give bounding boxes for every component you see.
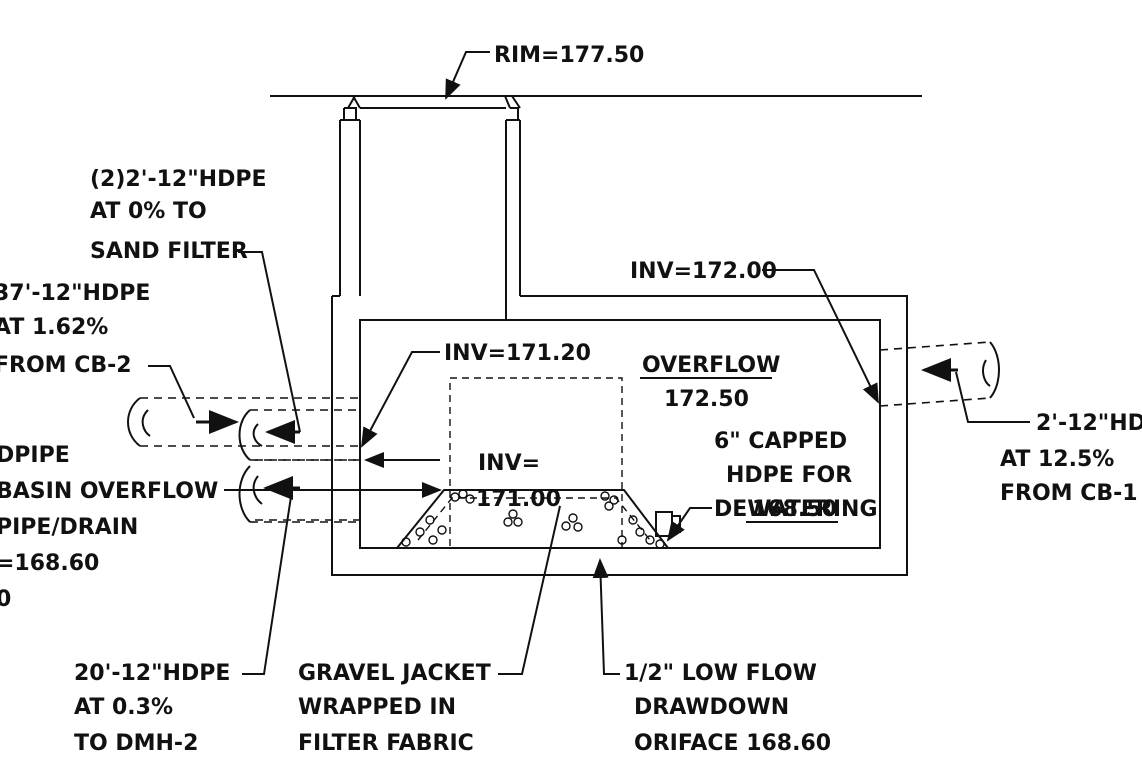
gravel-jacket [396, 489, 669, 549]
cb2-line2: AT 1.62% [0, 315, 108, 340]
riser [339, 95, 521, 320]
rim-label: RIM=177.50 [494, 43, 644, 68]
lowflow-line1: 1/2" LOW FLOW [624, 661, 817, 686]
cb1-line3: FROM CB-1 [1000, 481, 1138, 506]
sand-filter-line3: SAND FILTER [90, 239, 248, 264]
standpipe-line5: 0 [0, 587, 11, 612]
inv-171-20-label: INV=171.20 [444, 341, 591, 366]
gravel-line3: FILTER FABRIC [298, 731, 474, 756]
standpipe-line2: BASIN OVERFLOW [0, 479, 218, 504]
pipe-from-cb1 [879, 341, 1000, 407]
cb1-line2: AT 12.5% [1000, 447, 1114, 472]
lowflow-line3: ORIFACE 168.60 [634, 731, 831, 756]
standpipe-line4: =168.60 [0, 551, 99, 576]
cb1-line1: 2'-12"HDPE [1036, 411, 1142, 436]
dmh2-line3: TO DMH-2 [74, 731, 198, 756]
capped-line2: HDPE FOR [726, 463, 852, 488]
leader-lines [148, 51, 1030, 675]
cb2-line3: FROM CB-2 [0, 353, 132, 378]
overflow-elev: 172.50 [664, 387, 749, 412]
pipe-from-cb2 [127, 397, 360, 447]
inv-171-00-label: INV= [478, 451, 540, 476]
floor-elev: 168.50 [752, 497, 837, 522]
sand-filter-line2: AT 0% TO [90, 199, 207, 224]
capped-line3: DEWATERING [714, 497, 878, 522]
gravel-line2: WRAPPED IN [298, 695, 456, 720]
inv-171-00-value: 171.00 [476, 487, 561, 512]
sand-filter-line1: (2)2'-12"HDPE [90, 167, 267, 192]
overflow-label: OVERFLOW [642, 353, 780, 378]
overflow-riser [449, 377, 623, 549]
chamber-walls [331, 295, 908, 576]
inv-172-label: INV=172.00 [630, 259, 777, 284]
dmh2-line2: AT 0.3% [74, 695, 173, 720]
capped-line1: 6" CAPPED [714, 429, 847, 454]
standpipe-line1: DPIPE [0, 443, 70, 468]
standpipe-line3: PIPE/DRAIN [0, 515, 138, 540]
dmh2-line1: 20'-12"HDPE [74, 661, 230, 686]
cb2-line1: 37'-12"HDPE [0, 281, 150, 306]
dewatering-cap [655, 511, 673, 537]
pipe-to-sand-filter [238, 409, 360, 461]
pipe-to-dmh2 [238, 459, 360, 523]
lowflow-line2: DRAWDOWN [634, 695, 789, 720]
gravel-line1: GRAVEL JACKET [298, 661, 491, 686]
